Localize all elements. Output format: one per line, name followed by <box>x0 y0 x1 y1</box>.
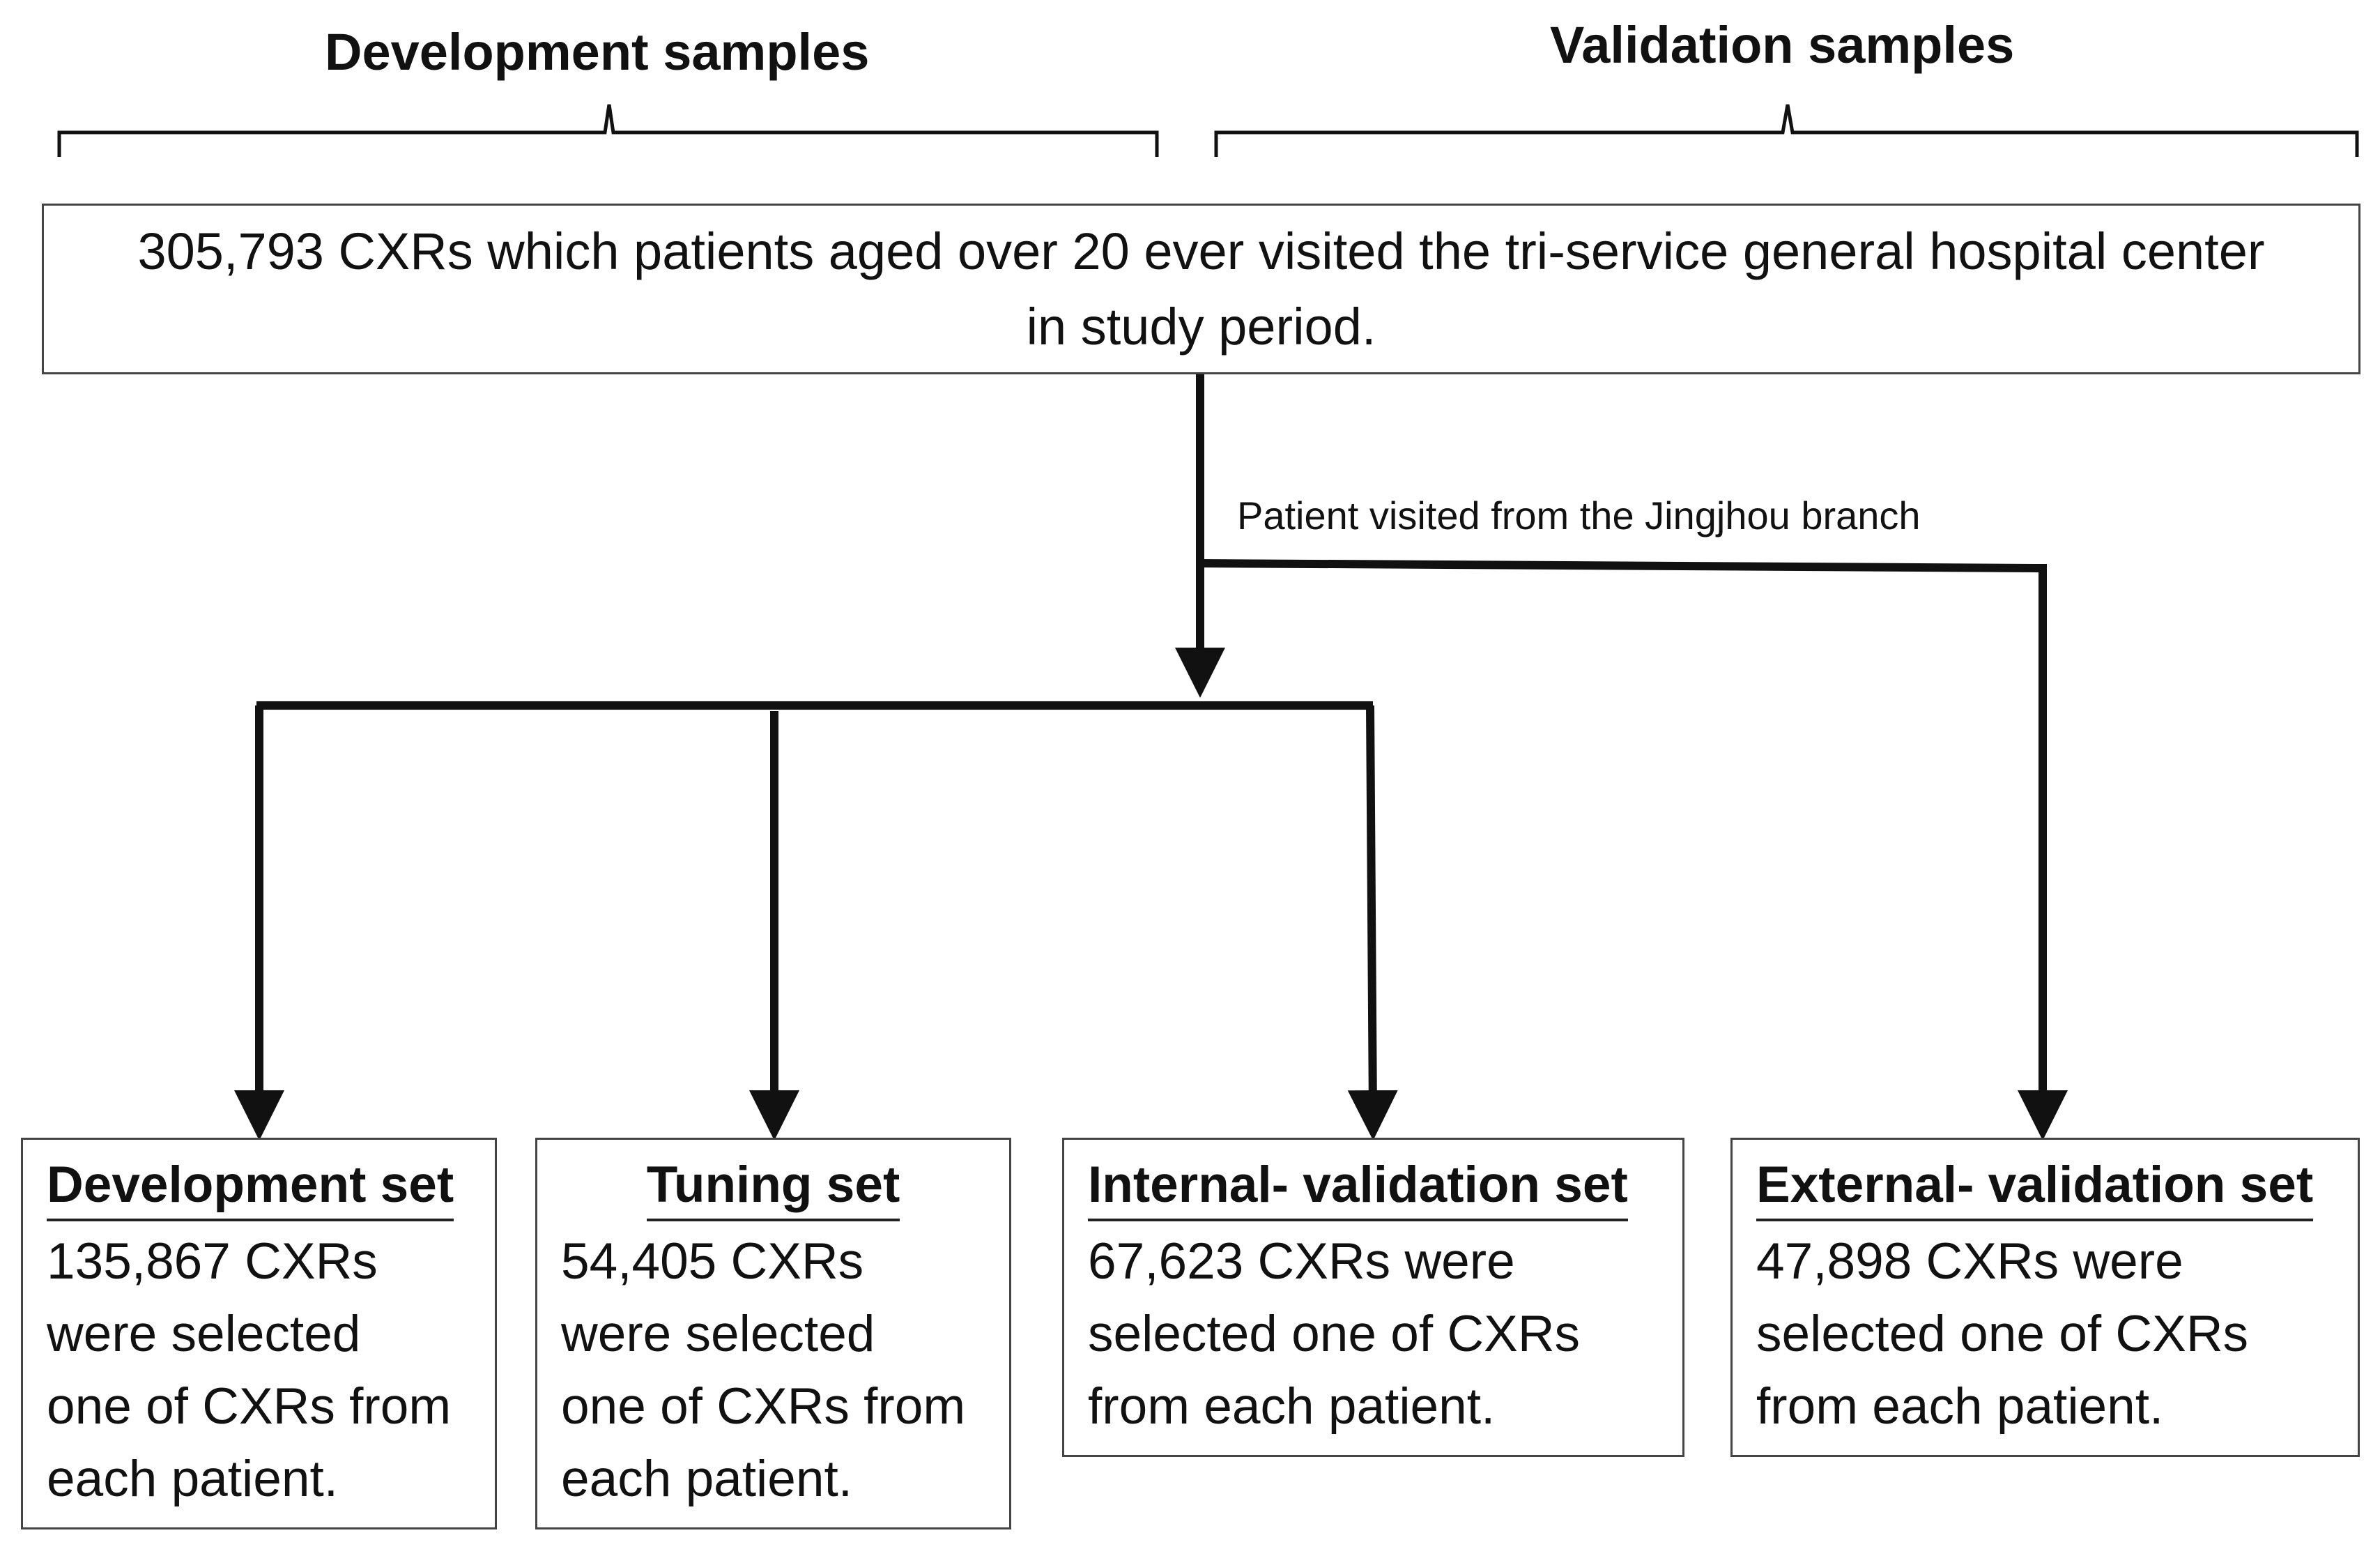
external-branch-line <box>1199 559 2047 1108</box>
source-population-line1: 305,793 CXRs which patients aged over 20… <box>137 222 2265 280</box>
internal-validation-set-title: Internal- validation set <box>1088 1159 1628 1221</box>
development-samples-label: Development samples <box>325 23 870 81</box>
development-set-description: 135,867 CXRs were selected one of CXRs f… <box>47 1233 452 1507</box>
validation-samples-brace <box>1214 104 2359 157</box>
development-set-box: Development set 135,867 CXRs were select… <box>21 1138 497 1529</box>
validation-samples-label: Validation samples <box>1550 16 2015 74</box>
tuning-set-description: 54,405 CXRs were selected one of CXRs fr… <box>561 1233 966 1507</box>
development-samples-brace <box>57 104 1159 157</box>
development-set-title: Development set <box>47 1159 454 1221</box>
source-population-line2: in study period. <box>1026 298 1376 356</box>
external-validation-set-box: External- validation set 47,898 CXRs wer… <box>1730 1138 2360 1457</box>
external-validation-set-description: 47,898 CXRs were selected one of CXRs fr… <box>1756 1233 2249 1435</box>
internal-validation-set-description: 67,623 CXRs were selected one of CXRs fr… <box>1088 1233 1581 1435</box>
tuning-set-title: Tuning set <box>646 1159 900 1221</box>
tuning-set-box: Tuning set 54,405 CXRs were selected one… <box>535 1138 1011 1529</box>
external-validation-set-title: External- validation set <box>1756 1159 2314 1221</box>
internal-validation-set-box: Internal- validation set 67,623 CXRs wer… <box>1062 1138 1684 1457</box>
internal-validation-arrow <box>1347 705 1398 1140</box>
branch-label: Patient visited from the Jingjhou branch <box>1237 494 1921 537</box>
source-population-box: 305,793 CXRs which patients aged over 20… <box>42 204 2360 374</box>
